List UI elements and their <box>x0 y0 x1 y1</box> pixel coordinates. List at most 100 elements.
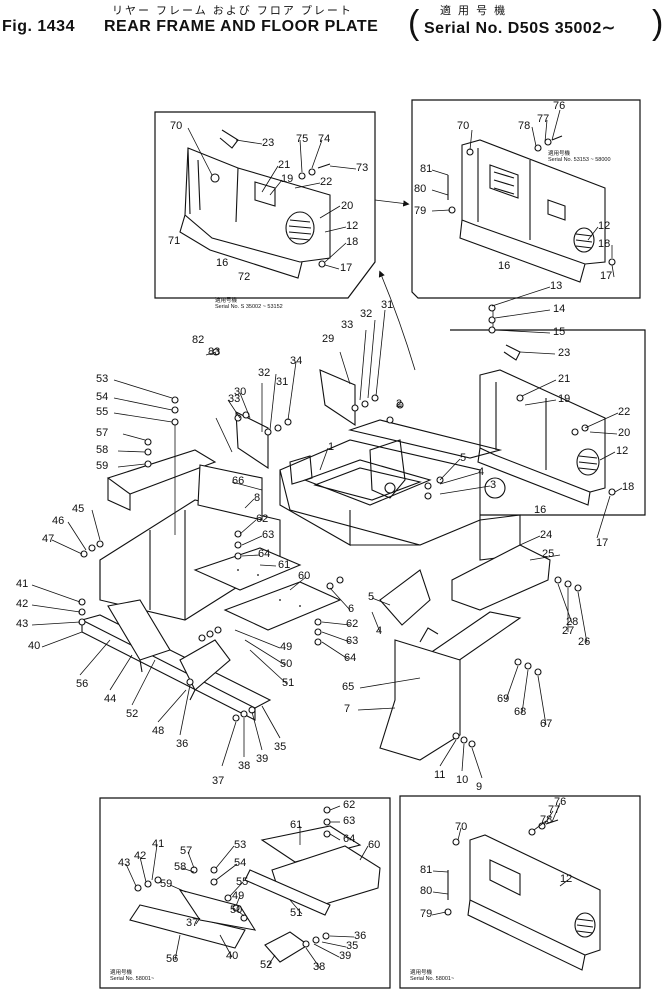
callout-main-48: 48 <box>152 725 165 737</box>
serial-paren-close: ) <box>652 4 664 42</box>
callout-main-11: 11 <box>434 769 446 781</box>
callout-main-24: 24 <box>540 529 553 541</box>
callout-bottom-left-60: 60 <box>368 839 381 851</box>
callout-main-31: 31 <box>381 299 394 311</box>
callout-main-52: 52 <box>126 708 139 720</box>
callout-main-69: 69 <box>497 693 510 705</box>
callout-bottom-left-43: 43 <box>118 857 131 869</box>
callout-main-26: 26 <box>578 636 591 648</box>
callout-main-27: 27 <box>562 625 575 637</box>
callout-top-left-18: 18 <box>346 236 359 248</box>
callout-bottom-left-59: 59 <box>160 878 173 890</box>
callout-main-82: 82 <box>192 334 205 346</box>
callout-main-63: 63 <box>346 635 359 647</box>
callout-main-6: 6 <box>348 603 355 615</box>
japanese-serial-heading: 適 用 号 機 <box>440 5 508 17</box>
callout-bottom-right-80: 80 <box>420 885 433 897</box>
callout-bottom-left-35: 35 <box>346 940 359 952</box>
callout-main-65: 65 <box>342 681 355 693</box>
callout-main-56: 56 <box>76 678 89 690</box>
callout-bottom-left-40: 40 <box>226 950 239 962</box>
callout-main-9: 9 <box>476 781 483 793</box>
callout-top-left-16: 16 <box>216 257 229 269</box>
callout-main-41: 41 <box>16 578 29 590</box>
callout-bottom-left-63: 63 <box>343 815 356 827</box>
callout-main-64: 64 <box>258 548 271 560</box>
callout-main-43: 43 <box>16 618 29 630</box>
callout-main-33: 33 <box>228 393 241 405</box>
callout-main-29: 29 <box>322 333 335 345</box>
callout-main-45: 45 <box>72 503 85 515</box>
callout-main-63: 63 <box>262 529 275 541</box>
caption-jp: 適用号機 <box>548 151 571 157</box>
callout-main-5: 5 <box>368 591 375 603</box>
callout-main-1: 1 <box>328 441 335 453</box>
callout-bottom-left-52: 52 <box>260 959 273 971</box>
callout-top-left-73: 73 <box>356 162 369 174</box>
callout-main-3: 3 <box>490 479 497 491</box>
callout-main-21: 21 <box>558 373 571 385</box>
callout-main-49: 49 <box>280 641 293 653</box>
callout-bottom-left-39: 39 <box>339 950 352 962</box>
callout-top-left-74: 74 <box>318 133 331 145</box>
callout-main-30: 30 <box>234 386 247 398</box>
callout-main-31: 31 <box>276 376 289 388</box>
inset-top-left <box>154 111 376 299</box>
callout-main-7: 7 <box>344 703 351 715</box>
callout-main-39: 39 <box>256 753 269 765</box>
inset-bottom-left-caption: 適用号機 Serial No. 58001~ <box>110 970 154 982</box>
callout-main-67: 67 <box>540 718 553 730</box>
callout-main-4: 4 <box>376 625 383 637</box>
callout-main-23: 23 <box>558 347 571 359</box>
page-title: REAR FRAME AND FLOOR PLATE <box>104 18 379 35</box>
callout-main-14: 14 <box>553 303 566 315</box>
callout-main-34: 34 <box>290 355 303 367</box>
callout-bottom-left-42: 42 <box>134 850 147 862</box>
callout-top-left-72: 72 <box>238 271 251 283</box>
callout-top-left-70: 70 <box>170 120 183 132</box>
inset-arrow-up <box>378 270 416 371</box>
callout-main-57: 57 <box>96 427 109 439</box>
callout-main-4: 4 <box>478 466 485 478</box>
callout-top-left-71: 71 <box>168 235 181 247</box>
callout-main-38: 38 <box>238 760 251 772</box>
inset-top-right <box>411 99 641 299</box>
callout-top-left-22: 22 <box>320 176 333 188</box>
callout-top-right-12: 12 <box>598 220 611 232</box>
callout-main-54: 54 <box>96 391 109 403</box>
callout-top-right-80: 80 <box>414 183 427 195</box>
callout-bottom-left-54: 54 <box>234 857 247 869</box>
callout-top-left-17: 17 <box>340 262 353 274</box>
callout-main-17: 17 <box>596 537 609 549</box>
callout-main-13: 13 <box>550 280 563 292</box>
callout-bottom-left-55: 55 <box>236 876 249 888</box>
callout-main-62: 62 <box>346 618 359 630</box>
callout-bottom-left-50: 50 <box>230 904 243 916</box>
callout-main-47: 47 <box>42 533 55 545</box>
callout-bottom-left-49: 49 <box>232 890 245 902</box>
serial-number: Serial No. D50S 35002∼ <box>424 20 616 37</box>
callout-main-55: 55 <box>96 406 109 418</box>
callout-bottom-left-62: 62 <box>343 799 356 811</box>
callout-main-10: 10 <box>456 774 469 786</box>
main-rear-frame <box>235 369 551 611</box>
callout-bottom-left-61: 61 <box>290 819 303 831</box>
callout-main-28: 28 <box>566 616 579 628</box>
caption-serial: Serial No. S 35002 ~ 53152 <box>215 304 283 310</box>
callout-top-right-79: 79 <box>414 205 427 217</box>
callout-main-18: 18 <box>622 481 635 493</box>
caption-serial: Serial No. 53153 ~ 58000 <box>548 157 611 163</box>
callout-main-22: 22 <box>618 406 631 418</box>
callout-bottom-left-51: 51 <box>290 907 303 919</box>
callout-main-46: 46 <box>52 515 65 527</box>
inset-bottom-left <box>99 797 391 989</box>
callout-top-right-18: 18 <box>598 238 611 250</box>
callout-main-51: 51 <box>282 677 295 689</box>
inset-bottom-right-caption: 適用号機 Serial No. 58001~ <box>410 970 454 982</box>
serial-paren-open: ( <box>408 4 420 42</box>
callout-bottom-right-79: 79 <box>420 908 433 920</box>
callout-bottom-right-12: 12 <box>560 873 573 885</box>
callout-top-left-75: 75 <box>296 133 309 145</box>
callout-top-right-17: 17 <box>600 270 613 282</box>
